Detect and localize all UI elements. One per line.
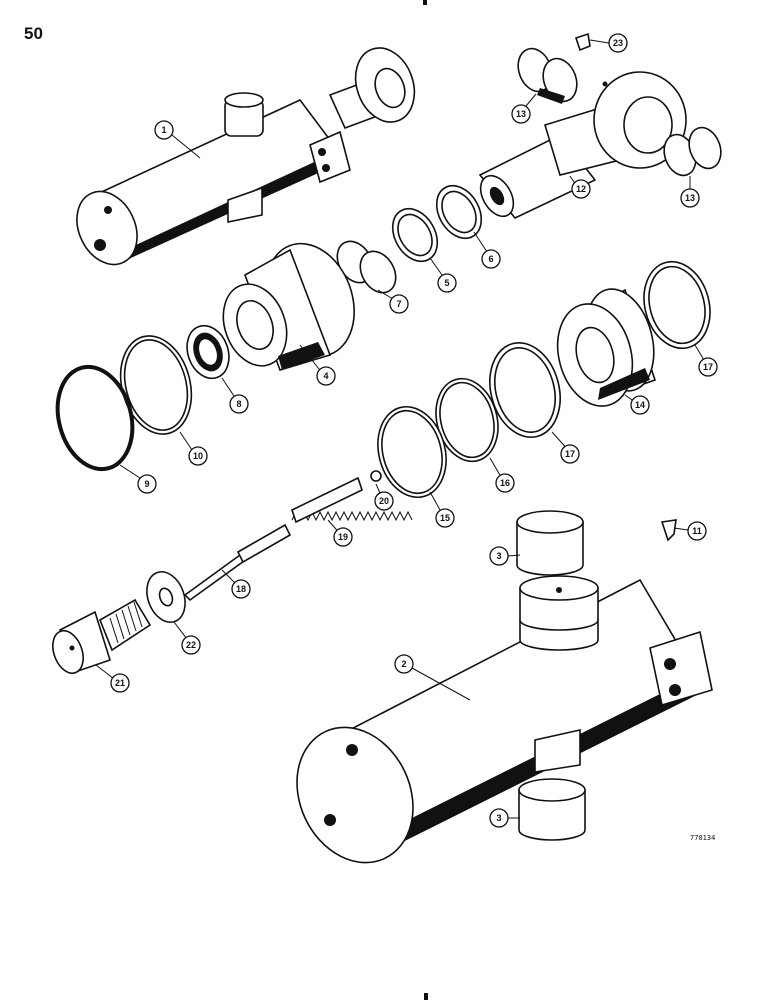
svg-text:17: 17 (703, 362, 713, 372)
callout-17-upper: 17 (698, 357, 718, 377)
callout-12: 12 (571, 179, 591, 199)
svg-text:3: 3 (496, 551, 501, 561)
svg-text:22: 22 (186, 640, 196, 650)
wear-ring-17-upper (643, 260, 711, 350)
svg-text:18: 18 (236, 584, 246, 594)
page-number: 50 (24, 24, 43, 43)
svg-text:3: 3 (496, 813, 501, 823)
top-registration-mark (423, 0, 427, 5)
svg-text:14: 14 (635, 400, 645, 410)
callout-22: 22 (181, 635, 201, 655)
svg-text:6: 6 (488, 254, 493, 264)
spring (291, 476, 413, 524)
figure-code: 770134 (690, 834, 716, 842)
callout-3-lower: 3 (489, 808, 509, 828)
svg-text:15: 15 (440, 513, 450, 523)
svg-text:4: 4 (323, 371, 328, 381)
valve-pin (183, 523, 292, 602)
seal-ring-15 (377, 405, 447, 499)
cylinder-tube-lower (296, 575, 713, 864)
piston-rod (478, 71, 687, 219)
ring-5 (391, 207, 439, 263)
svg-text:5: 5 (444, 278, 449, 288)
callout-6: 6 (481, 249, 501, 269)
callout-17-lower: 17 (560, 444, 580, 464)
callout-4: 4 (316, 366, 336, 386)
tube-bushing-lower (518, 778, 586, 841)
washer (146, 571, 186, 623)
svg-text:9: 9 (144, 479, 149, 489)
check-ball (370, 470, 382, 482)
callout-13-right: 13 (680, 188, 700, 208)
callout-18: 18 (231, 579, 251, 599)
svg-text:1: 1 (161, 125, 166, 135)
piston (556, 288, 657, 407)
callout-23: 23 (608, 33, 628, 53)
svg-text:13: 13 (685, 193, 695, 203)
callout-2: 2 (394, 654, 414, 674)
svg-text:2: 2 (401, 659, 406, 669)
callout-5: 5 (437, 273, 457, 293)
rod-eye-bushing-left (517, 47, 578, 104)
svg-text:17: 17 (565, 449, 575, 459)
callout-10: 10 (188, 446, 208, 466)
callout-21: 21 (110, 673, 130, 693)
svg-text:11: 11 (692, 526, 702, 536)
cylinder-tube-upper (76, 47, 416, 266)
o-ring-9 (55, 364, 135, 472)
callout-11: 11 (687, 521, 707, 541)
grease-fitting-lower (660, 519, 677, 542)
callout-1: 1 (154, 120, 174, 140)
backup-ring-10 (119, 335, 193, 435)
callout-9: 9 (137, 474, 157, 494)
wear-ring-17-lower (489, 342, 561, 438)
svg-text:7: 7 (396, 299, 401, 309)
plug-bolt (52, 598, 152, 675)
tube-bushing-upper (516, 510, 584, 576)
callout-14: 14 (630, 395, 650, 415)
svg-text:19: 19 (338, 532, 348, 542)
svg-text:13: 13 (516, 109, 526, 119)
callout-19: 19 (333, 527, 353, 547)
svg-text:10: 10 (193, 451, 203, 461)
callout-16: 16 (495, 473, 515, 493)
grease-fitting-upper (574, 32, 591, 52)
bottom-registration-mark (424, 993, 428, 1000)
svg-text:20: 20 (379, 496, 389, 506)
callout-7: 7 (389, 294, 409, 314)
svg-text:12: 12 (576, 184, 586, 194)
callout-15: 15 (435, 508, 455, 528)
callout-3-upper: 3 (489, 546, 509, 566)
seal-ring-16 (435, 377, 499, 463)
svg-text:8: 8 (236, 399, 241, 409)
cylinder-head (222, 242, 355, 371)
svg-text:21: 21 (115, 678, 125, 688)
callout-20: 20 (374, 491, 394, 511)
svg-text:23: 23 (613, 38, 623, 48)
callout-13-left: 13 (511, 104, 531, 124)
ring-6 (435, 184, 483, 240)
svg-text:16: 16 (500, 478, 510, 488)
rod-eye-bushing-right (663, 126, 722, 177)
callout-8: 8 (229, 394, 249, 414)
rod-seal (186, 324, 230, 380)
